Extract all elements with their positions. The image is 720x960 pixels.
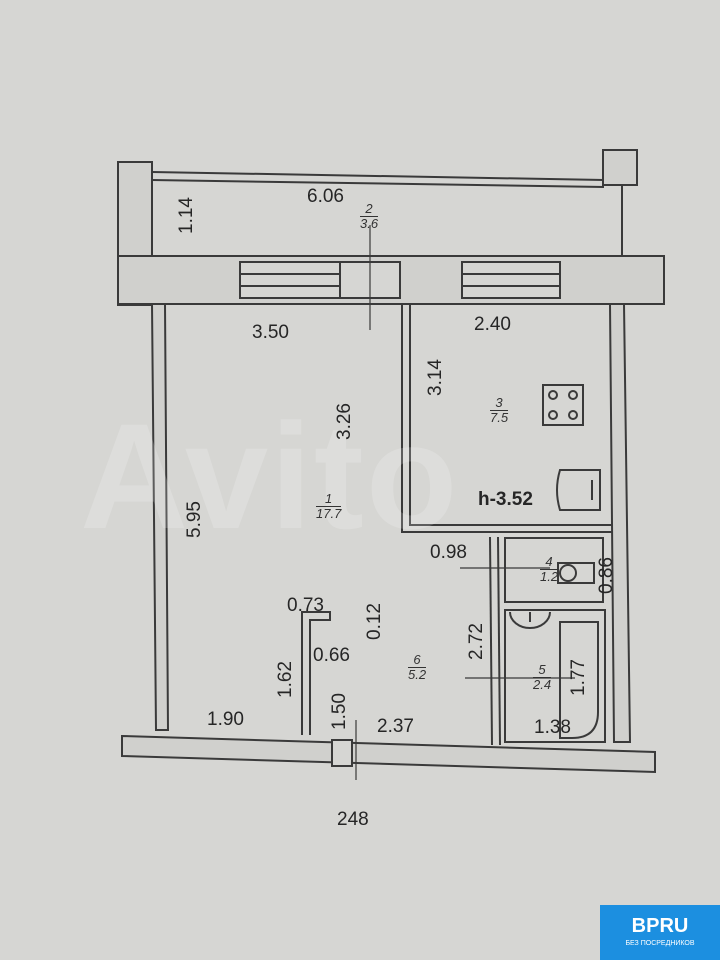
- dim-closet-width: 0.73: [287, 595, 324, 616]
- dim-hall-depth: 1.50: [328, 693, 350, 730]
- dim-closet-inner: 0.66: [313, 645, 350, 666]
- dim-bath-depth: 1.77: [567, 659, 589, 696]
- dim-wc-depth: 0.86: [595, 557, 617, 594]
- right-wall: [608, 303, 632, 743]
- dim-room1-partial: 3.26: [333, 403, 355, 440]
- dim-room1-bottom: 1.90: [207, 709, 244, 730]
- dim-room1-width: 3.50: [252, 322, 289, 343]
- bottom-wall: [121, 734, 656, 774]
- ceiling-height: h-3.52: [478, 489, 533, 510]
- window-room: [239, 261, 341, 299]
- watermark: Avito: [80, 392, 460, 560]
- dim-balcony-length: 6.06: [307, 186, 344, 207]
- dim-room1-depth: 5.95: [183, 501, 205, 538]
- stove-icon: [542, 384, 584, 426]
- bath-room: [504, 609, 606, 743]
- toilet-icon: [559, 564, 577, 582]
- dim-hall-width: 2.37: [377, 716, 414, 737]
- dim-wall-thickness: 0.12: [363, 603, 385, 640]
- dim-bath-width: 1.38: [534, 717, 571, 738]
- dim-wc-width: 0.98: [430, 542, 467, 563]
- bathtub-icon: [559, 621, 599, 739]
- sink-icon: [556, 469, 601, 511]
- dim-closet-depth: 1.62: [274, 661, 296, 698]
- balcony-rail: [151, 171, 605, 181]
- logo-tagline: БЕЗ ПОСРЕДНИКОВ: [625, 940, 695, 947]
- dim-kitchen-width: 2.40: [474, 314, 511, 335]
- dim-balcony-width: 1.14: [175, 197, 197, 234]
- dim-hall-length: 2.72: [465, 623, 487, 660]
- window-kitchen: [461, 261, 561, 299]
- section-number: 248: [337, 809, 369, 830]
- balcony-post: [602, 149, 638, 186]
- bpru-logo: BPRU БЕЗ ПОСРЕДНИКОВ: [600, 905, 720, 960]
- logo-name: BPRU: [631, 915, 689, 937]
- left-wall: [150, 303, 170, 731]
- washbasin-icon: [509, 611, 551, 629]
- wc-room: [504, 537, 604, 603]
- dim-kitchen-depth: 3.14: [424, 359, 446, 396]
